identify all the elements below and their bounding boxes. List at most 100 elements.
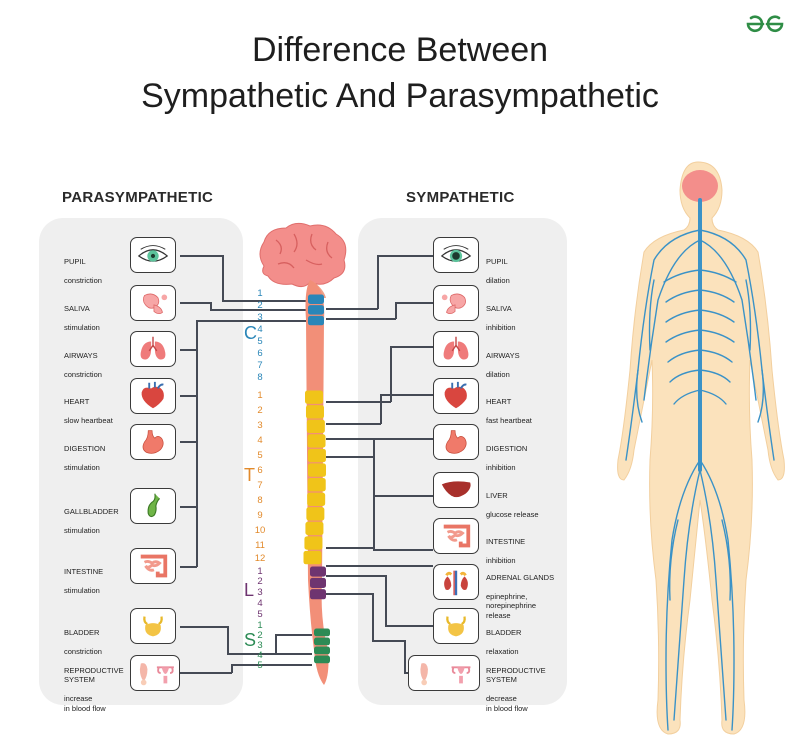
reproductive-effect: increase in blood flow bbox=[64, 694, 106, 713]
thoracic-number: 12 bbox=[254, 553, 266, 564]
heart-label: HEART bbox=[486, 396, 512, 406]
pupil-label: PUPIL bbox=[486, 256, 508, 266]
stomach-icon bbox=[433, 424, 479, 460]
cervical-number: 2 bbox=[257, 300, 263, 311]
bladder-effect: relaxation bbox=[486, 646, 519, 656]
salivary-gland-icon bbox=[130, 285, 176, 321]
cervical-number: 8 bbox=[257, 372, 263, 383]
lumbar-region-label: L bbox=[244, 580, 255, 600]
saliva-effect: stimulation bbox=[64, 322, 100, 332]
intestine-label: INTESTINE bbox=[64, 566, 104, 576]
thoracic-number: 5 bbox=[257, 450, 263, 461]
intestine-icon bbox=[130, 548, 176, 584]
digestion-label: DIGESTION bbox=[64, 443, 106, 453]
eye-icon bbox=[130, 237, 176, 273]
gallbladder-label: GALLBLADDER bbox=[64, 506, 119, 516]
geeksforgeeks-logo-icon[interactable] bbox=[744, 13, 786, 35]
thoracic-number: 6 bbox=[257, 465, 263, 476]
thoracic-number: 9 bbox=[257, 510, 263, 521]
cervical-number: 4 bbox=[257, 324, 263, 335]
gallbladder-icon bbox=[130, 488, 176, 524]
sacral-number: 3 bbox=[257, 640, 263, 651]
heart-label: HEART bbox=[64, 396, 90, 406]
airways-effect: constriction bbox=[64, 369, 102, 379]
gallbladder-effect: stimulation bbox=[64, 525, 100, 535]
bladder-label: BLADDER bbox=[486, 627, 522, 637]
thoracic-vertebra bbox=[305, 521, 324, 536]
salivary-gland-icon bbox=[433, 285, 479, 321]
heart-icon bbox=[433, 378, 479, 414]
saliva-label: SALIVA bbox=[64, 303, 90, 313]
body-nerves bbox=[625, 198, 775, 731]
sacral-vertebra bbox=[314, 646, 330, 655]
thoracic-number: 1 bbox=[257, 390, 263, 401]
parasympathetic-heading: PARASYMPATHETIC bbox=[62, 189, 214, 206]
sacral-number: 5 bbox=[257, 660, 263, 671]
human-nervous-system-illustration bbox=[617, 161, 785, 735]
sacral-number: 4 bbox=[257, 650, 263, 661]
airways-label: AIRWAYS bbox=[486, 350, 520, 360]
thoracic-number: 8 bbox=[257, 495, 263, 506]
adrenal-glands-icon bbox=[433, 564, 479, 600]
cervical-vertebra bbox=[308, 305, 324, 315]
adrenal-effect: epinephrine, norepinephrine release bbox=[486, 591, 537, 620]
sacral-region-label: S bbox=[244, 630, 257, 650]
sacral-number: 2 bbox=[257, 630, 263, 641]
thoracic-vertebra bbox=[306, 419, 325, 434]
lumbar-vertebra bbox=[310, 589, 326, 600]
page-title-line-1: Difference Between bbox=[251, 31, 549, 69]
thoracic-number: 11 bbox=[255, 540, 265, 551]
intestine-label: INTESTINE bbox=[486, 536, 526, 546]
lumbar-number: 2 bbox=[257, 576, 263, 587]
bladder-icon bbox=[130, 608, 176, 644]
thoracic-vertebra bbox=[304, 536, 323, 550]
liver-icon bbox=[433, 472, 479, 508]
heart-icon bbox=[130, 378, 176, 414]
airways-label: AIRWAYS bbox=[64, 350, 98, 360]
lungs-icon bbox=[433, 331, 479, 367]
sacral-number: 1 bbox=[257, 620, 263, 631]
lumbar-number: 5 bbox=[257, 609, 263, 620]
lumbar-number: 1 bbox=[257, 566, 263, 577]
cervical-region-label: C bbox=[244, 323, 257, 343]
cervical-number: 6 bbox=[257, 348, 263, 359]
heart-effect: slow heartbeat bbox=[64, 415, 113, 425]
heart-effect: fast heartbeat bbox=[486, 415, 532, 425]
thoracic-number: 4 bbox=[257, 435, 263, 446]
thoracic-vertebra bbox=[303, 550, 322, 565]
pupil-effect: constriction bbox=[64, 275, 102, 285]
liver-effect: glucose release bbox=[486, 509, 539, 519]
thoracic-number: 7 bbox=[257, 480, 263, 491]
reproductive-label: REPRODUCTIVE SYSTEM bbox=[64, 665, 124, 685]
sacral-vertebra bbox=[314, 628, 330, 637]
page-title-line-2: Sympathetic And Parasympathetic bbox=[141, 77, 659, 115]
cervical-number: 7 bbox=[257, 360, 263, 371]
digestion-effect: stimulation bbox=[64, 462, 100, 472]
thoracic-vertebra bbox=[305, 405, 324, 419]
cervical-vertebra bbox=[308, 294, 324, 304]
thoracic-vertebra bbox=[307, 434, 326, 448]
lungs-icon bbox=[130, 331, 176, 367]
intestine-icon bbox=[433, 518, 479, 554]
airways-effect: dilation bbox=[486, 369, 510, 379]
sympathetic-heading: SYMPATHETIC bbox=[406, 189, 515, 206]
eye-icon bbox=[433, 237, 479, 273]
digestion-effect: inhibition bbox=[486, 462, 516, 472]
lumbar-vertebra bbox=[310, 577, 326, 588]
lumbar-vertebra bbox=[310, 566, 326, 577]
thoracic-vertebra bbox=[306, 507, 325, 521]
adrenal-label: ADRENAL GLANDS bbox=[486, 572, 555, 582]
pupil-effect: dilation bbox=[486, 275, 510, 285]
thoracic-number: 2 bbox=[257, 405, 263, 416]
saliva-label: SALIVA bbox=[486, 303, 512, 313]
body-brain bbox=[682, 170, 718, 202]
bladder-effect: constriction bbox=[64, 646, 102, 656]
cervical-number: 1 bbox=[257, 288, 263, 299]
bladder-icon bbox=[433, 608, 479, 644]
thoracic-vertebra bbox=[307, 448, 326, 463]
sacral-vertebra bbox=[314, 637, 330, 646]
pupil-label: PUPIL bbox=[64, 256, 86, 266]
cervical-number: 5 bbox=[257, 336, 263, 347]
reproductive-effect: decrease in blood flow bbox=[486, 694, 528, 713]
thoracic-vertebra bbox=[305, 390, 323, 404]
